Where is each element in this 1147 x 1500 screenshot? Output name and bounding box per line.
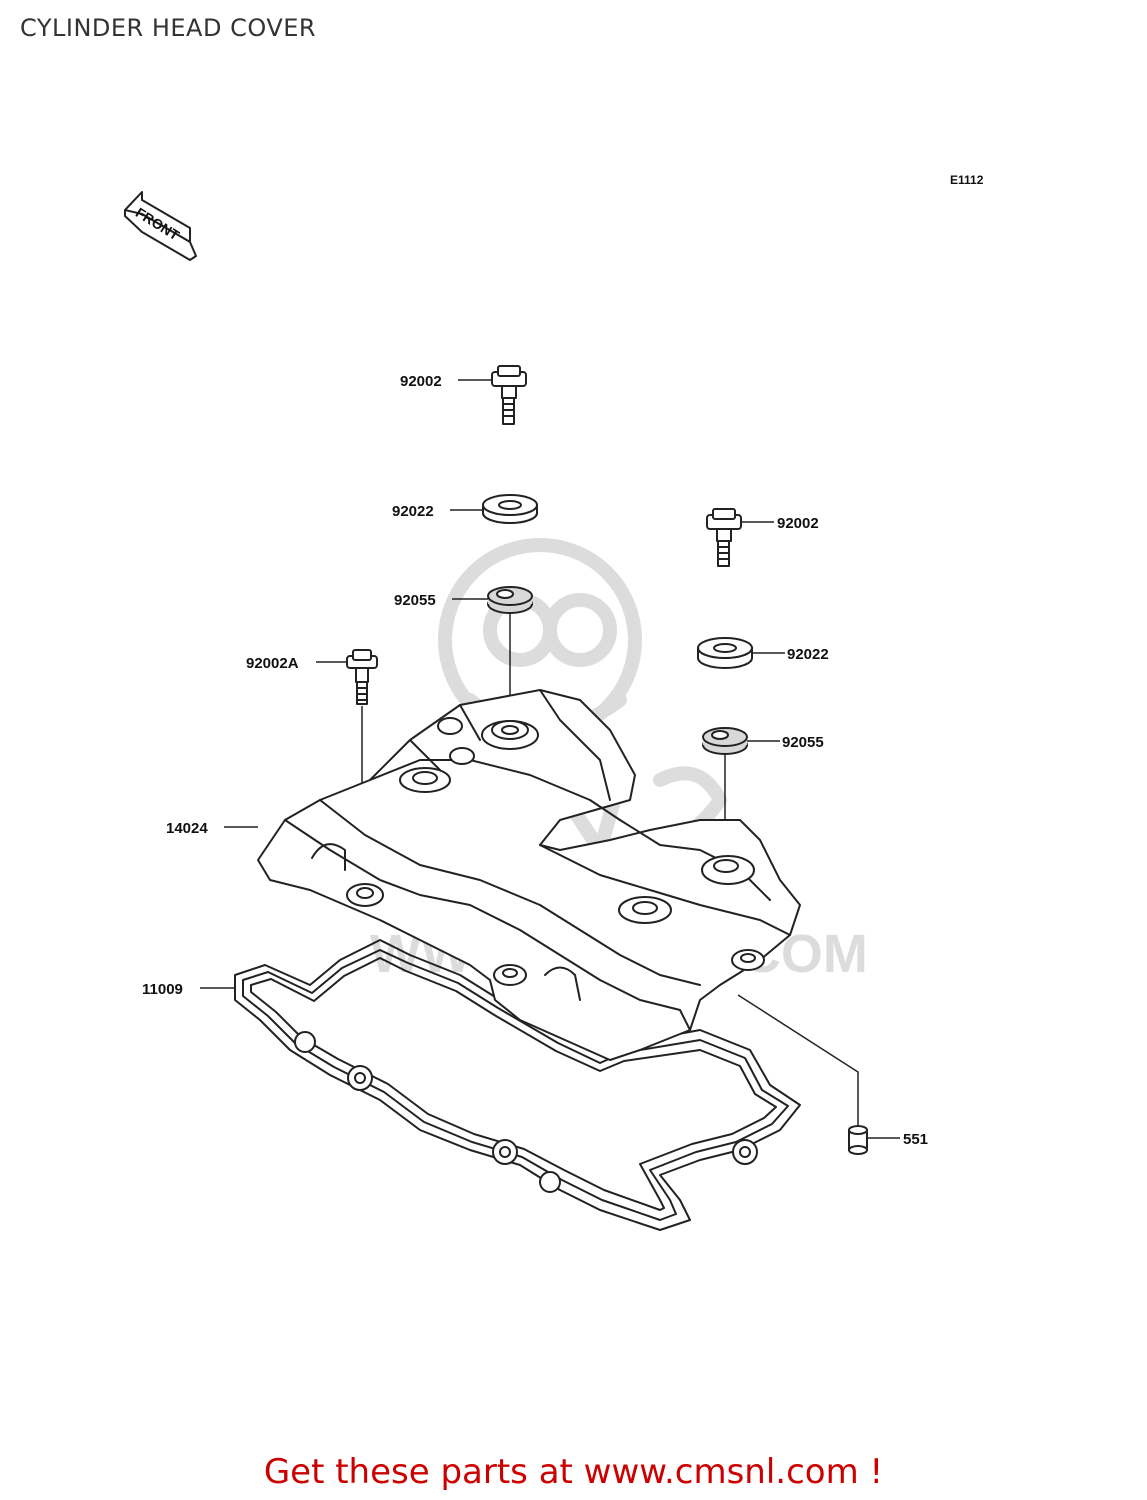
cylinder-head-cover-icon: [257, 689, 801, 1061]
parts-diagram: WWW.CMSNL.COM E1112 FRONT 92002 92022 92…: [124, 173, 984, 1231]
page-title: CYLINDER HEAD COVER: [20, 14, 317, 42]
dowel-pin-icon: [848, 1125, 868, 1155]
callout-11009: 11009: [142, 981, 183, 998]
bolt-a-icon: [346, 649, 378, 705]
callout-14024: 14024: [166, 820, 208, 837]
washer-top-icon: [482, 494, 538, 524]
callout-92055-right: 92055: [782, 734, 824, 751]
gasket-icon: [234, 939, 801, 1231]
bolt-right-icon: [706, 508, 742, 567]
front-direction-icon: FRONT: [124, 191, 197, 261]
washer-right-icon: [697, 637, 753, 669]
callout-92002-right: 92002: [777, 515, 819, 532]
callout-92022-top: 92022: [392, 503, 434, 520]
grommet-right-icon: [702, 727, 748, 755]
callout-551: 551: [903, 1131, 928, 1148]
bolt-top-icon: [491, 365, 527, 425]
grommet-top-icon: [487, 586, 533, 614]
get-parts-link[interactable]: Get these parts at www.cmsnl.com !: [263, 1452, 884, 1492]
callout-92002a: 92002A: [246, 655, 299, 672]
callout-92055-top: 92055: [394, 592, 436, 609]
callout-92002-top: 92002: [400, 373, 442, 390]
callout-92022-right: 92022: [787, 646, 829, 663]
figure-code: E1112: [950, 173, 984, 187]
